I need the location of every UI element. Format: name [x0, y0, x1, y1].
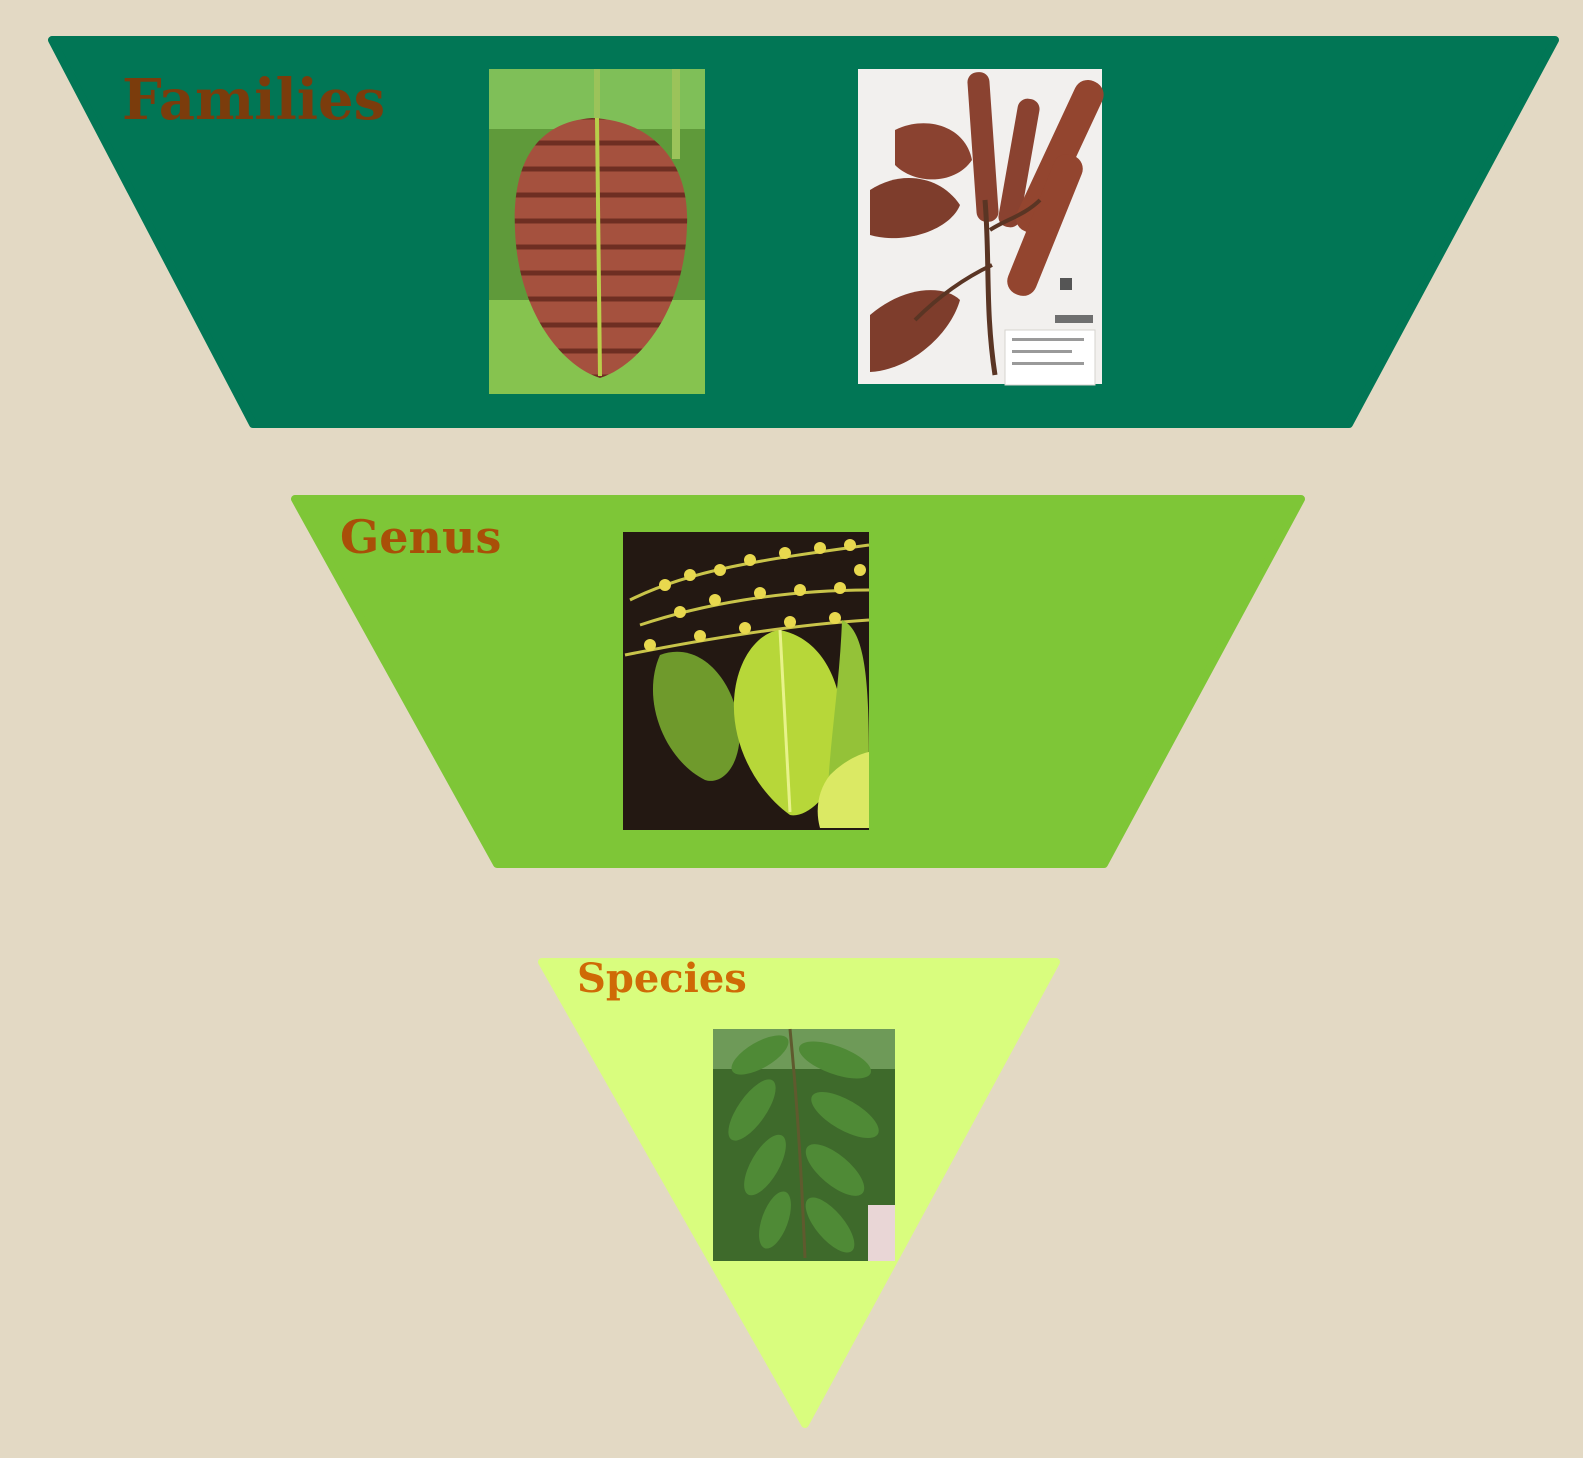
- families-band: [48, 36, 1559, 428]
- genus-flowering-photo: [623, 532, 870, 830]
- genus-label: Genus: [340, 510, 502, 564]
- species-label: Species: [577, 955, 747, 1002]
- leaf-blade: [514, 118, 688, 378]
- families-herbarium-photo: [858, 69, 1104, 386]
- families-leaf-photo: [489, 69, 705, 394]
- families-label: Families: [122, 67, 386, 133]
- species-branch-photo: [713, 1028, 895, 1261]
